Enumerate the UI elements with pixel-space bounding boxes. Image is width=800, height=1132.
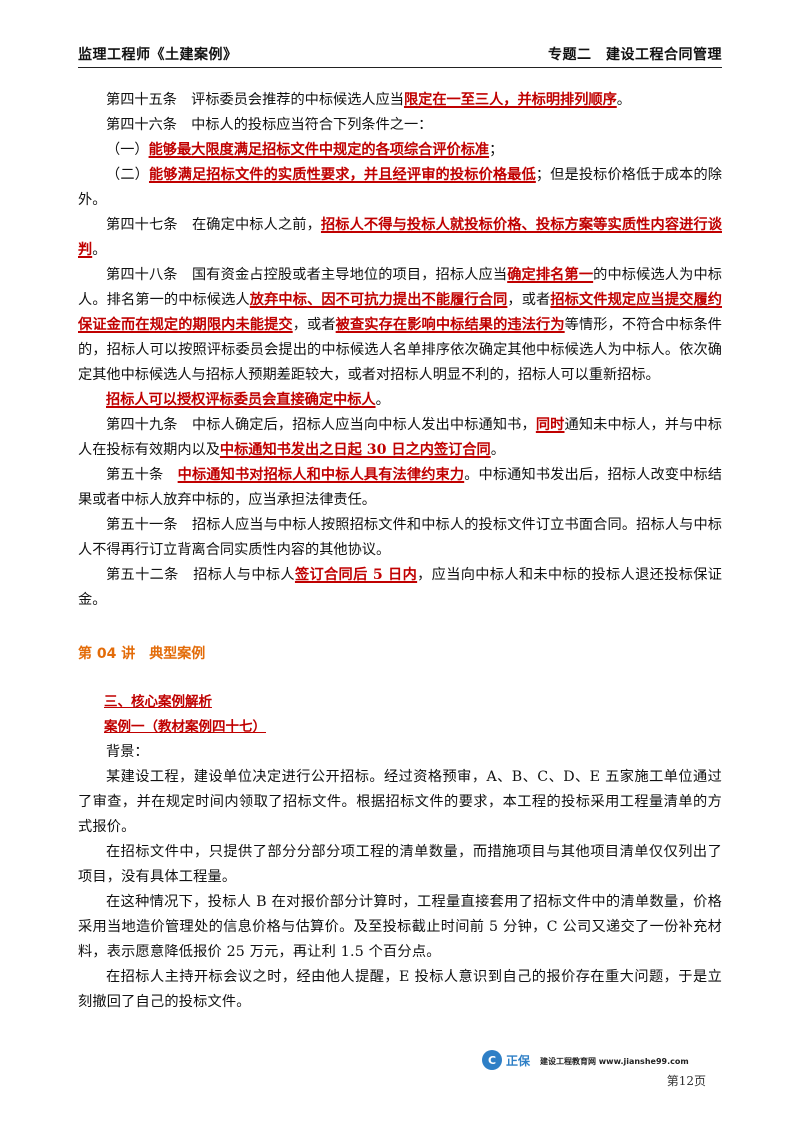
- background-label: 背景：: [106, 744, 149, 760]
- case-section-title: 三、核心案例解析: [104, 694, 212, 710]
- condition-2: （二）能够满足招标文件的实质性要求，并且经评审的投标价格最低；但是投标价格低于成…: [78, 167, 722, 208]
- emphasis-text: 能够最大限度满足招标文件中规定的各项综合评价标准: [148, 142, 490, 158]
- case-paragraph-3: 在这种情况下，投标人 B 在对报价部分计算时，工程量直接套用了招标文件中的清单数…: [78, 894, 722, 960]
- emphasis-text: 确定排名第一: [507, 267, 594, 283]
- emphasis-text: 招标人可以授权评标委员会直接确定中标人: [106, 392, 376, 408]
- brand-logo-icon: C: [482, 1050, 502, 1070]
- emphasis-text: 限定在一至三人，并标明排列顺序: [403, 92, 617, 108]
- emphasis-text: 放弃中标、因不可抗力提出不能履行合同: [249, 292, 508, 308]
- website-text: 建设工程教育网 www.jianshe99.com: [540, 1057, 689, 1066]
- case-paragraph-4: 在招标人主持开标会议之时，经由他人提醒，E 投标人意识到自己的报价存在重大问题，…: [78, 969, 722, 1010]
- header-rule: [78, 67, 722, 68]
- emphasis-text: 中标通知书对招标人和中标人具有法律约束力: [177, 467, 465, 483]
- article-50: 第五十条 中标通知书对招标人和中标人具有法律约束力。中标通知书发出后，招标人改变…: [78, 467, 722, 508]
- case-paragraph-1: 某建设工程，建设单位决定进行公开招标。经过资格预审，A、B、C、D、E 五家施工…: [78, 769, 722, 835]
- authorization-note: 招标人可以授权评标委员会直接确定中标人。: [106, 392, 390, 408]
- article-47: 第四十七条 在确定中标人之前，招标人不得与投标人就投标价格、投标方案等实质性内容…: [78, 217, 722, 258]
- emphasis-text: 签订合同后 5 日内: [294, 567, 418, 583]
- emphasis-text: 招标人不得与投标人就投标价格、投标方案等实质性内容进行谈判: [78, 217, 722, 258]
- header-chapter-title: 专题二 建设工程合同管理: [548, 47, 722, 63]
- article-48: 第四十八条 国有资金占控股或者主导地位的项目，招标人应当确定排名第一的中标候选人…: [78, 267, 722, 383]
- brand-name: 正保: [506, 1054, 531, 1068]
- article-51: 第五十一条 招标人应当与中标人按照招标文件和中标人的投标文件订立书面合同。招标人…: [78, 517, 722, 558]
- article-45: 第四十五条 评标委员会推荐的中标候选人应当限定在一至三人，并标明排列顺序。: [106, 92, 631, 108]
- case-title: 案例一（教材案例四十七）: [104, 719, 266, 735]
- emphasis-text: 被查实存在影响中标结果的违法行为: [335, 317, 565, 333]
- case-paragraph-2: 在招标文件中，只提供了部分分部分项工程的清单数量，而措施项目与其他项目清单仅仅列…: [78, 844, 722, 885]
- page-footer: C 正保 建设工程教育网 www.jianshe99.com 第12页: [482, 1050, 722, 1090]
- emphasis-text: 能够满足招标文件的实质性要求，并且经评审的投标价格最低: [148, 167, 536, 183]
- emphasis-text: 同时: [535, 417, 565, 433]
- page-number: 第12页: [666, 1074, 706, 1088]
- page-header: 监理工程师《土建案例》 专题二 建设工程合同管理: [78, 44, 722, 66]
- condition-1: （一）能够最大限度满足招标文件中规定的各项综合评价标准；: [106, 142, 504, 158]
- case-section: 三、核心案例解析 案例一（教材案例四十七） 背景： 某建设工程，建设单位决定进行…: [78, 690, 722, 1015]
- law-articles: 第四十五条 评标委员会推荐的中标候选人应当限定在一至三人，并标明排列顺序。 第四…: [78, 88, 722, 613]
- header-book-title: 监理工程师《土建案例》: [78, 47, 238, 63]
- article-46: 第四十六条 中标人的投标应当符合下列条件之一：: [106, 117, 433, 133]
- emphasis-text: 中标通知书发出之日起 30 日之内签订合同: [219, 442, 491, 458]
- article-52: 第五十二条 招标人与中标人签订合同后 5 日内，应当向中标人和未中标的投标人退还…: [78, 567, 722, 608]
- article-49: 第四十九条 中标人确定后，招标人应当向中标人发出中标通知书，同时通知未中标人，并…: [78, 417, 722, 458]
- lecture-heading: 第 04 讲 典型案例: [78, 646, 206, 662]
- emphasis-text: 招标文件规定应当提交履约保证金而在规定的期限内未能提交: [78, 292, 722, 333]
